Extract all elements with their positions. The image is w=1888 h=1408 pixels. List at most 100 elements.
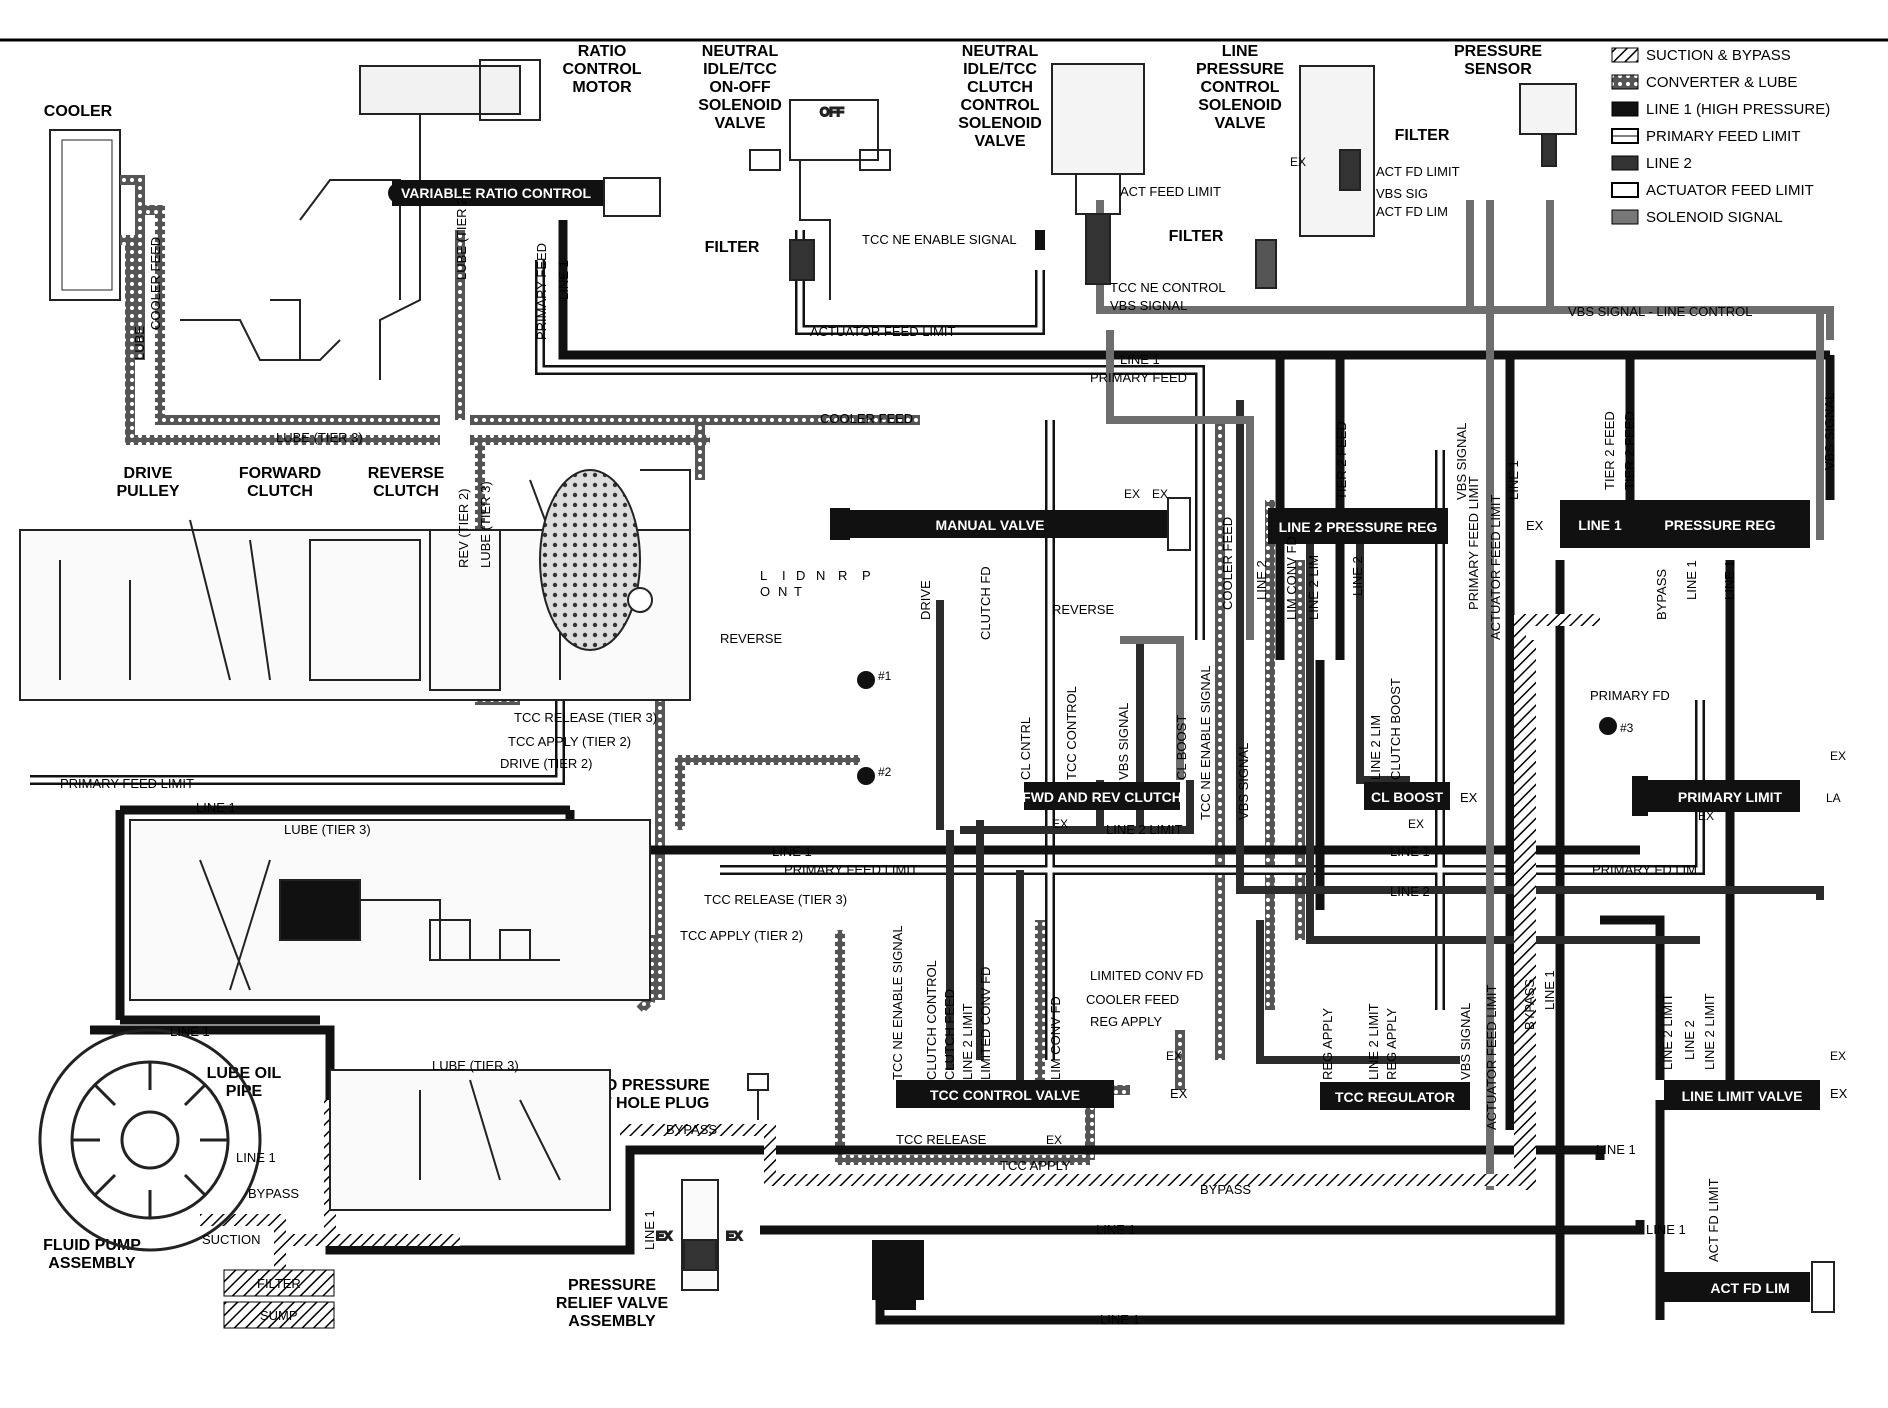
vlbl-rev-tier2: REV (TIER 2) <box>456 489 471 568</box>
variable-ratio-control-valve[interactable]: VARIABLE RATIO CONTROL <box>388 177 661 217</box>
check-ball-1 <box>857 671 875 689</box>
vlbl-clutch-control: CLUTCH CONTROL <box>924 960 939 1080</box>
tcc-control-label: TCC CONTROL VALVE <box>930 1087 1080 1103</box>
legend-label-primary: PRIMARY FEED LIMIT <box>1646 128 1800 145</box>
vlbl-lube-cooler: LUBE <box>132 326 147 360</box>
vlbl-bypass: BYPASS <box>1654 569 1669 620</box>
lbl-reg-apply: REG APPLY <box>1090 1014 1162 1029</box>
pressure-sensor <box>1519 83 1577 167</box>
cl-boost-valve[interactable]: CL BOOST EX <box>1364 782 1478 810</box>
vlbl-line1-c: LINE 1 <box>1506 460 1521 500</box>
pos-p: P <box>862 568 871 583</box>
lbl-primary-fd: PRIMARY FD <box>1590 688 1670 703</box>
vlbl-clutch-boost: CLUTCH BOOST <box>1388 678 1403 780</box>
ex-2: EX <box>1152 487 1168 501</box>
vlbl-line1: LINE 1 <box>556 260 571 300</box>
lbl-line2-limit: LINE 2 LIMIT <box>1106 822 1183 837</box>
lbl-lube-tier3-c: LUBE (TIER 3) <box>432 1058 519 1073</box>
vlbl-line2-lim: LINE 2 LIM <box>1306 555 1321 620</box>
tcc-regulator-valve[interactable]: TCC REGULATOR <box>1320 1082 1470 1110</box>
callout-cooler: COOLER <box>44 103 113 120</box>
pressure-relief-valve[interactable]: EX EX <box>655 1179 743 1291</box>
vlbl-line2-a: LINE 2 <box>1254 560 1269 600</box>
vlbl-cooler-feed: COOLER FEED <box>148 237 163 330</box>
tcc-regulator-label: TCC REGULATOR <box>1335 1089 1455 1105</box>
vlbl-lim-conv-fd: LIM CONV FD <box>1284 536 1299 620</box>
clutch-control-solenoid[interactable] <box>1051 63 1277 289</box>
onoff-solenoid[interactable]: OFF <box>749 99 891 300</box>
legend-swatch-line2 <box>1611 155 1639 171</box>
primary-limit-valve[interactable]: PRIMARY LIMIT LA <box>1632 776 1841 816</box>
drive-assembly <box>19 469 691 701</box>
lbl-tcc-ne-enable: TCC NE ENABLE SIGNAL <box>862 232 1017 247</box>
legend-label-suction: SUCTION & BYPASS <box>1646 47 1791 64</box>
vlbl-bypass-b: BYPASS <box>1522 979 1537 1030</box>
tcc-control-ex: EX <box>1170 1086 1188 1101</box>
line1-reg-label-a: LINE 1 <box>1578 517 1622 533</box>
vlbl-tier2-feed-c: TIER 2 FEED <box>1622 411 1637 490</box>
vlbl-primary-feed: PRIMARY FEED <box>534 243 549 340</box>
passage-labels: COOLER FEED LUBE (TIER 3) LINE 1 PRIMARY… <box>60 164 1752 1327</box>
lbl-line1-mid-a: LINE 1 <box>196 800 236 815</box>
lbl-primary-fd-lim: PRIMARY FD LIM <box>1592 862 1697 877</box>
lbl-tcc-release-t3-b: TCC RELEASE (TIER 3) <box>704 892 847 907</box>
act-fd-lim-valve[interactable]: ACT FD LIM <box>1660 1261 1835 1313</box>
test-plug[interactable] <box>747 1073 769 1120</box>
tcc-control-valve[interactable]: TCC CONTROL VALVE EX <box>896 1080 1188 1108</box>
vlbl-tier2-feed: TIER 2 FEED <box>1334 421 1349 500</box>
vlbl-tcc-control: TCC CONTROL <box>1064 686 1079 780</box>
legend-label-line2: LINE 2 <box>1646 155 1692 172</box>
vlbl-lube-tier3: LUBE (TIER 3) <box>478 481 493 568</box>
vlbl-primary-feed-limit: PRIMARY FEED LIMIT <box>1466 476 1481 610</box>
lbl-act-fd-limit: ACT FD LIMIT <box>1376 164 1460 179</box>
vlbl-cl-cntrl: CL CNTRL <box>1018 717 1033 780</box>
line2-passages <box>936 400 1824 1080</box>
vlbl-cooler-feed-b: COOLER FEED <box>1220 517 1235 610</box>
main-filter-bottom <box>872 1240 924 1310</box>
vlbl-line2-c: LINE 2 <box>1682 1020 1697 1060</box>
marker-2: #2 <box>878 765 892 779</box>
cl-boost-label: CL BOOST <box>1371 789 1444 805</box>
relief-ex-right: EX <box>726 1229 742 1243</box>
lbl-act-feed-limit: ACT FEED LIMIT <box>1120 184 1221 199</box>
ex-4: EX <box>1052 817 1068 831</box>
sump-box-label: SUMP <box>260 1308 298 1323</box>
legend-label-actuator: ACTUATOR FEED LIMIT <box>1646 182 1814 199</box>
vlbl-vbs-signal-d: VBS SIGNAL <box>1822 393 1837 470</box>
ex-6: EX <box>1046 1133 1062 1147</box>
pos-l: L <box>760 568 767 583</box>
lbl-limited-conv-fd: LIMITED CONV FD <box>1090 968 1203 983</box>
line1-pressure-reg-valve[interactable]: LINE 1 PRESSURE REG EX <box>1526 500 1810 548</box>
ratio-control-motor <box>180 59 541 380</box>
vlbl-lim-conv-fd-b: LIM CONV FD <box>1048 996 1063 1080</box>
cl-boost-ex: EX <box>1460 790 1478 805</box>
legend-swatch-solenoid <box>1611 209 1639 225</box>
manual-valve[interactable]: MANUAL VALVE <box>830 497 1191 551</box>
lbl-bypass-a: BYPASS <box>666 1122 717 1137</box>
legend-swatch-suction <box>1611 47 1639 63</box>
line-limit-valve[interactable]: LINE LIMIT VALVE EX <box>1664 1080 1848 1110</box>
fwd-rev-clutch-valve[interactable]: FWD AND REV CLUTCH <box>1022 782 1182 810</box>
vlbl-line2-lim-b: LINE 2 LIM <box>1368 715 1383 780</box>
line2-pressure-reg-valve[interactable]: LINE 2 PRESSURE REG <box>1268 508 1448 544</box>
lbl-primary-feed-top: PRIMARY FEED <box>1090 370 1187 385</box>
onoff-off-label: OFF <box>820 105 844 119</box>
line-pressure-solenoid[interactable] <box>1299 65 1375 237</box>
pos-n2: N <box>778 584 787 599</box>
lbl-primary-feed-limit-b: PRIMARY FEED LIMIT <box>784 862 918 877</box>
vlbl-lube-tier2: LUBE (TIER 2) <box>454 193 469 280</box>
line1-reg-ex: EX <box>1526 518 1544 533</box>
relief-ex-left: EX <box>656 1229 672 1243</box>
lbl-line1-pump: LINE 1 <box>236 1150 276 1165</box>
lbl-line2-mid: LINE 2 <box>1390 884 1430 899</box>
line2-pressure-reg-label: LINE 2 PRESSURE REG <box>1279 519 1438 535</box>
pos-o: O <box>760 584 770 599</box>
pos-n: N <box>816 568 825 583</box>
